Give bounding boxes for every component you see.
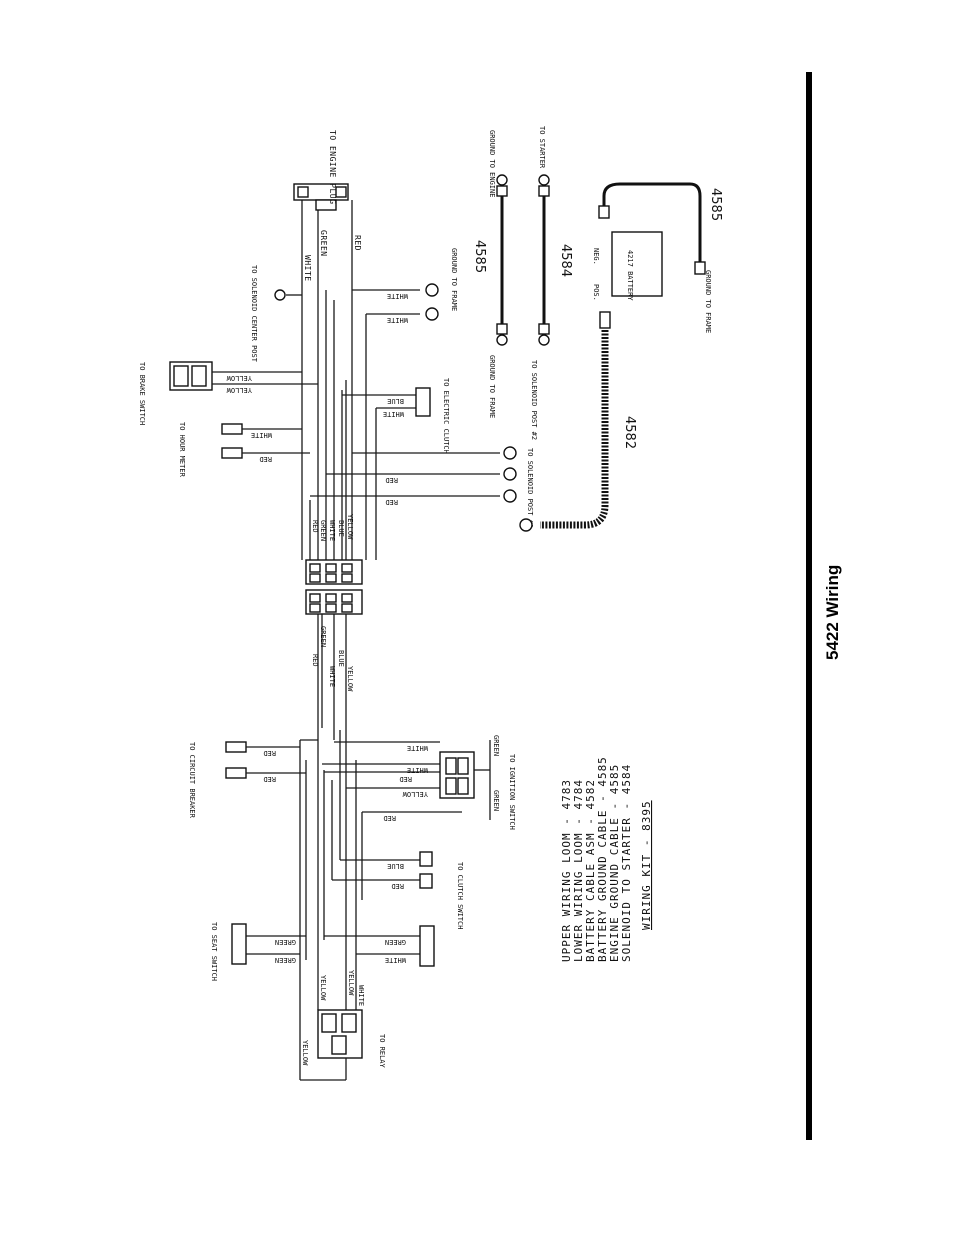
battery-label: 4217 BATTERY [626, 250, 634, 301]
wire-label-red-low: RED [311, 654, 319, 667]
solenoid-center-post-label: TO SOLENOID CENTER POST [250, 265, 258, 363]
battery-cable-part-number: 4582 [622, 416, 637, 449]
wire-label-yellow-brake2: YELLOW [226, 386, 252, 394]
wire-label-red-cb2: RED [263, 775, 276, 783]
wire-label-white-mid: WHITE [328, 520, 336, 541]
wire-label-green-low: GREEN [319, 626, 327, 647]
wire-label-white-ign1: WHITE [407, 744, 428, 752]
starter-cable-4584 [538, 174, 550, 346]
wire-label-red-hour: RED [259, 455, 272, 463]
circuit-breaker-label: TO CIRCUIT BREAKER [188, 742, 196, 819]
wire-label-red-ign: RED [399, 775, 412, 783]
ignition-switch-label: TO IGNITION SWITCH [508, 754, 516, 830]
page-title: 5422 Wiring [823, 565, 842, 660]
brake-switch-label: TO BRAKE SWITCH [138, 362, 146, 425]
page-border-bar [806, 72, 812, 1140]
ground-cable-4585 [496, 174, 508, 346]
wire-label-white-top: WHITE [303, 255, 312, 282]
wire-label-white-low: WHITE [328, 666, 336, 687]
wire-label-green-top: GREEN [319, 230, 328, 257]
legend-line-2: LOWER WIRING LOOM - 4784 [572, 779, 585, 962]
wire-label-green-seat1: GREEN [275, 938, 296, 946]
electric-clutch-connector [342, 387, 431, 560]
mid-connector-lower [305, 589, 363, 615]
wire-label-yellow-ign: YELLOW [402, 790, 428, 798]
wire-label-blue-mid: BLUE [337, 520, 345, 537]
legend-line-6: SOLENOID TO STARTER - 4584 [620, 764, 633, 962]
wire-label-white-seat: WHITE [385, 956, 406, 964]
wire-label-white-relay: WHITE [357, 985, 365, 1006]
legend-line-3: BATTERY CABLE ASM - 4582 [584, 779, 597, 962]
wire-label-green-ign1: GREEN [492, 735, 500, 756]
ground-to-engine-label: GROUND TO ENGINE [488, 130, 496, 197]
engine-plug-connector [293, 183, 349, 211]
wire-label-yellow-brake1: YELLOW [226, 374, 252, 382]
wire-label-white-hour: WHITE [251, 431, 272, 439]
engine-plug-label: TO ENGINE PLUG [328, 130, 337, 204]
wire-label-red-sol1: RED [385, 476, 398, 484]
to-starter-label: TO STARTER [538, 126, 546, 169]
relay-connector [300, 1009, 363, 1081]
ground-to-frame-label-2: GROUND TO FRAME [488, 355, 496, 418]
legend-line-5: ENGINE GROUND CABLE - 4585 [608, 764, 621, 962]
battery-pos-label: POS. [592, 284, 600, 301]
wire-label-yellow-mid: YELLOW [346, 514, 354, 540]
wire-label-green-mid: GREEN [319, 520, 327, 541]
ground-to-frame-label-3: GROUND TO FRAME [704, 270, 712, 333]
starter-cable-part-number: 4584 [558, 244, 573, 277]
battery-neg-label: NEG. [592, 248, 600, 265]
wire-label-green-seat3: GREEN [385, 938, 406, 946]
wire-label-blue-low: BLUE [337, 650, 345, 667]
legend: UPPER WIRING LOOM - 4783 LOWER WIRING LO… [560, 756, 653, 962]
wire-label-blue-cs: BLUE [387, 862, 404, 870]
ground-cable-part-number: 4585 [472, 240, 487, 273]
wire-label-red-mid: RED [311, 520, 319, 533]
circuit-breaker-connector [225, 739, 318, 779]
wire-label-white-clutch: WHITE [383, 410, 404, 418]
clutch-switch-connector [332, 851, 433, 889]
legend-line-1: UPPER WIRING LOOM - 4783 [560, 779, 573, 962]
wire-label-red-cs: RED [391, 882, 404, 890]
solenoid-post-1-label: TO SOLENOID POST #1 [526, 448, 534, 528]
wire-label-red-cb1: RED [263, 749, 276, 757]
battery-cable-4582 [519, 311, 611, 532]
wire-label-red-ign2: RED [383, 814, 396, 822]
wire-label-yellow-relay3: YELLOW [301, 1040, 309, 1066]
wire-label-yellow-relay1: YELLOW [319, 975, 327, 1001]
solenoid-post-2-label: TO SOLENOID POST #2 [530, 360, 538, 440]
wire-label-white-gnd1: WHITE [387, 292, 408, 300]
hour-meter-label: TO HOUR METER [178, 422, 186, 478]
wire-label-yellow-relay2: YELLOW [347, 970, 355, 996]
electric-clutch-label: TO ELECTRIC CLUTCH [442, 378, 450, 454]
legend-line-4: BATTERY GROUND CABLE - 4585 [596, 756, 609, 962]
ignition-switch-connector [322, 740, 491, 820]
wire-label-yellow-low: YELLOW [346, 666, 354, 692]
harness-lower [299, 614, 363, 1080]
wire-label-blue-clutch: BLUE [387, 397, 404, 405]
ground-to-frame-label-1: GROUND TO FRAME [450, 248, 458, 311]
solenoid-center-post-terminal [274, 289, 302, 301]
wire-label-red-sol2: RED [385, 498, 398, 506]
battery-ground-part-number: 4585 [708, 188, 723, 221]
wire-label-white-gnd2: WHITE [387, 316, 408, 324]
relay-label: TO RELAY [378, 1034, 386, 1069]
wire-label-white-ign2: WHITE [407, 766, 428, 774]
brake-switch-connector [169, 361, 318, 391]
ground-terminals-white [352, 283, 439, 560]
solenoid-post-1-terminals [310, 446, 517, 503]
seat-switch-connector [231, 923, 435, 967]
hour-meter-connector [221, 423, 310, 459]
wire-label-green-seat2: GREEN [275, 956, 296, 964]
harness-upper [301, 200, 353, 560]
seat-switch-label: TO SEAT SWITCH [210, 922, 218, 981]
legend-line-7: WIRING KIT - 8395 [640, 800, 653, 930]
wire-label-red-top: RED [353, 235, 362, 251]
clutch-switch-label: TO CLUTCH SWITCH [456, 862, 464, 929]
mid-connector-upper [305, 559, 363, 585]
wire-label-green-ign2: GREEN [492, 790, 500, 811]
battery [598, 182, 706, 297]
